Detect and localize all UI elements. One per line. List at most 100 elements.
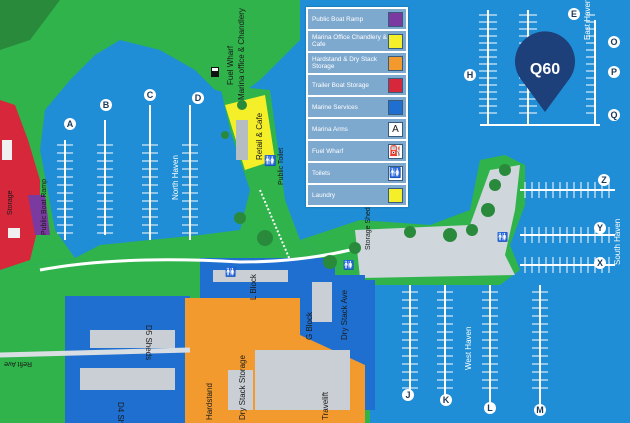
legend-label: Fuel Wharf	[312, 147, 344, 155]
label-d4-sheds: D4 Sheds	[116, 402, 125, 423]
svg-text:E: E	[571, 9, 577, 19]
label-south-haven: South Haven	[613, 219, 622, 265]
dock-marker-e[interactable]: E	[568, 8, 580, 20]
road-refit-ave	[0, 347, 191, 358]
walkway	[259, 189, 291, 261]
dry-stack-building	[255, 350, 350, 410]
legend-label: Marina Office Chandlery & Cafe	[312, 34, 387, 48]
shed-d4	[80, 368, 175, 390]
dock-marker-a[interactable]: A	[64, 118, 76, 130]
toilet-icon: 🚻	[225, 266, 236, 278]
svg-text:M: M	[536, 405, 544, 415]
svg-text:🚻: 🚻	[497, 231, 508, 243]
toilet-icon: 🚻	[264, 154, 276, 167]
dock-marker-c[interactable]: C	[144, 89, 156, 101]
dock-marker-x[interactable]: X	[594, 257, 606, 269]
svg-text:Z: Z	[601, 175, 607, 185]
legend-label: Public Boat Ramp	[312, 15, 364, 23]
dock-marker-b[interactable]: B	[100, 99, 112, 111]
legend-item-public-boat-ramp: Public Boat Ramp	[308, 9, 406, 29]
storage-building-2	[8, 228, 20, 238]
toilet-icon: 🚻	[497, 231, 508, 243]
svg-text:J: J	[405, 390, 410, 400]
svg-text:🚻: 🚻	[264, 154, 276, 167]
legend-label: Marina Arms	[312, 125, 348, 133]
dock-marker-k[interactable]: K	[440, 394, 452, 406]
label-refit-ave: Refit Ave	[4, 360, 32, 367]
dock-marker-d[interactable]: D	[192, 92, 204, 104]
legend-label: Laundry	[312, 191, 336, 199]
svg-text:🚻: 🚻	[343, 259, 354, 271]
dock-marker-y[interactable]: Y	[594, 222, 606, 234]
dock-marker-h[interactable]: H	[464, 69, 476, 81]
map-legend: Public Boat Ramp Marina Office Chandlery…	[306, 7, 408, 207]
services-area-d5	[65, 296, 190, 423]
legend-item-laundry: Laundry	[308, 185, 406, 205]
legend-label: Hardstand & Dry Stack Storage	[312, 56, 377, 70]
land-north	[95, 0, 300, 95]
label-l-block: L Block	[249, 273, 258, 300]
land-dark	[0, 0, 60, 50]
label-north-haven: North Haven	[171, 155, 180, 200]
dock-marker-m[interactable]: M	[534, 404, 546, 416]
fuel-pump-icon	[211, 67, 219, 77]
svg-text:H: H	[467, 70, 474, 80]
label-dry-stack-ave: Dry Stack Ave	[340, 289, 349, 340]
legend-swatch	[388, 33, 403, 49]
label-travelift: Travelift	[321, 391, 330, 420]
public-boat-ramp-area	[28, 195, 50, 235]
svg-text:C: C	[147, 90, 154, 100]
label-fuel-wharf: Fuel Wharf	[226, 45, 235, 85]
storage-building	[2, 140, 12, 160]
legend-item-marine-services: Marine Services	[308, 97, 406, 117]
building-g-block	[312, 282, 332, 322]
legend-item-toilets: Toilets 🚻	[308, 163, 406, 183]
label-dry-stack-storage: Dry Stack Storage	[238, 355, 247, 420]
toilet-icon: 🚻	[343, 259, 354, 271]
svg-text:Q: Q	[610, 110, 617, 120]
svg-text:X: X	[597, 258, 603, 268]
svg-text:K: K	[443, 395, 450, 405]
marina-office-building	[236, 120, 248, 160]
marina-arms-icon: A	[388, 121, 403, 137]
legend-label: Toilets	[312, 169, 331, 177]
dock-marker-z[interactable]: Z	[598, 174, 610, 186]
pin-label: Q60	[530, 61, 560, 78]
docks-south-fingers	[524, 182, 610, 273]
label-hardstand: Hardstand	[205, 383, 214, 420]
legend-swatch	[388, 187, 403, 203]
docks-west-fingers	[402, 291, 548, 389]
svg-text:B: B	[103, 100, 110, 110]
svg-text:L: L	[487, 403, 493, 413]
label-public-boat-ramp: Public Boat Ramp	[41, 179, 48, 235]
dock-marker-l[interactable]: L	[484, 402, 496, 414]
legend-swatch	[388, 55, 403, 71]
svg-text:P: P	[611, 67, 617, 77]
dock-marker-j[interactable]: J	[402, 389, 414, 401]
legend-swatch	[388, 11, 403, 27]
legend-label: Marine Services	[312, 103, 358, 111]
legend-label: Trailer Boat Storage	[312, 81, 369, 89]
svg-text:O: O	[610, 37, 617, 47]
marina-office-area	[225, 95, 275, 170]
toilet-icon: 🚻	[388, 165, 403, 181]
road-top	[39, 248, 351, 272]
svg-text:A: A	[67, 119, 74, 129]
dock-marker-o[interactable]: O	[608, 36, 620, 48]
docks-north-fingers	[57, 144, 198, 234]
trees	[221, 100, 511, 269]
label-storage: Storage	[7, 190, 14, 215]
shed-d5	[90, 330, 175, 348]
label-west-haven: West Haven	[464, 327, 473, 370]
building-l-block	[213, 270, 288, 282]
q60-location-pin[interactable]: Q60	[515, 31, 575, 112]
label-retail-cafe: Retail & Cafe	[255, 112, 264, 160]
legend-swatch	[388, 99, 403, 115]
label-marina-office: Marina office & Chandlery	[237, 8, 246, 100]
dock-marker-p[interactable]: P	[608, 66, 620, 78]
hardstand-building	[228, 370, 253, 410]
svg-text:Y: Y	[597, 223, 603, 233]
dock-marker-q[interactable]: Q	[608, 109, 620, 121]
legend-item-hardstand: Hardstand & Dry Stack Storage	[308, 53, 406, 73]
